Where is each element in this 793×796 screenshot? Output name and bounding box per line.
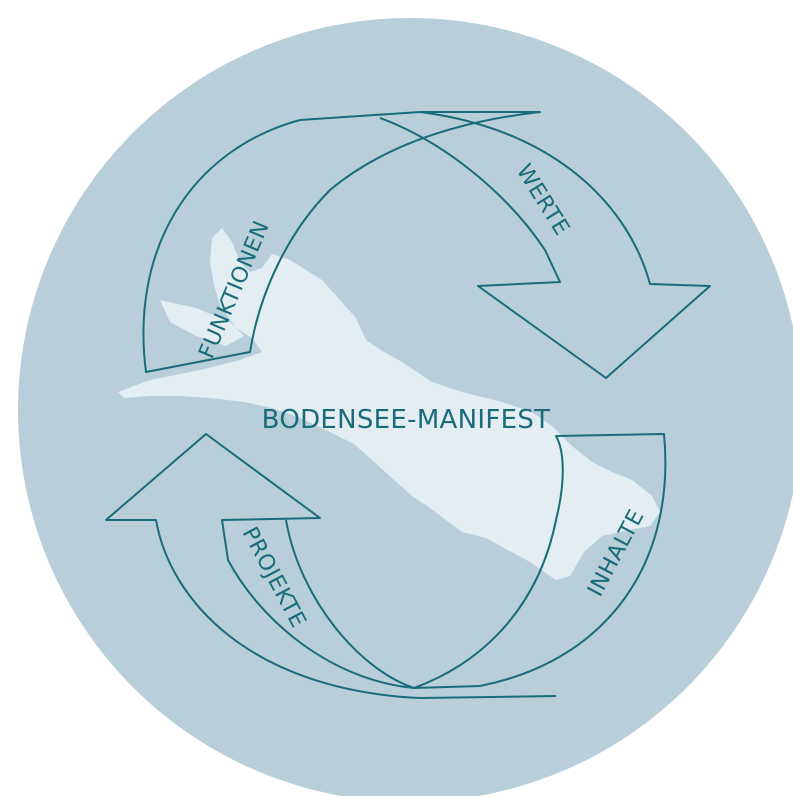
arrow-funktionen	[142, 111, 541, 373]
center-label: BODENSEE-MANIFEST	[262, 405, 551, 435]
lake-branch	[160, 300, 244, 346]
arrow-inhalte	[413, 433, 667, 689]
arrow-projekte	[105, 433, 557, 699]
arrow-werte	[379, 111, 711, 379]
lake-shape	[118, 228, 660, 580]
arrow-projekte-inner	[285, 519, 415, 689]
